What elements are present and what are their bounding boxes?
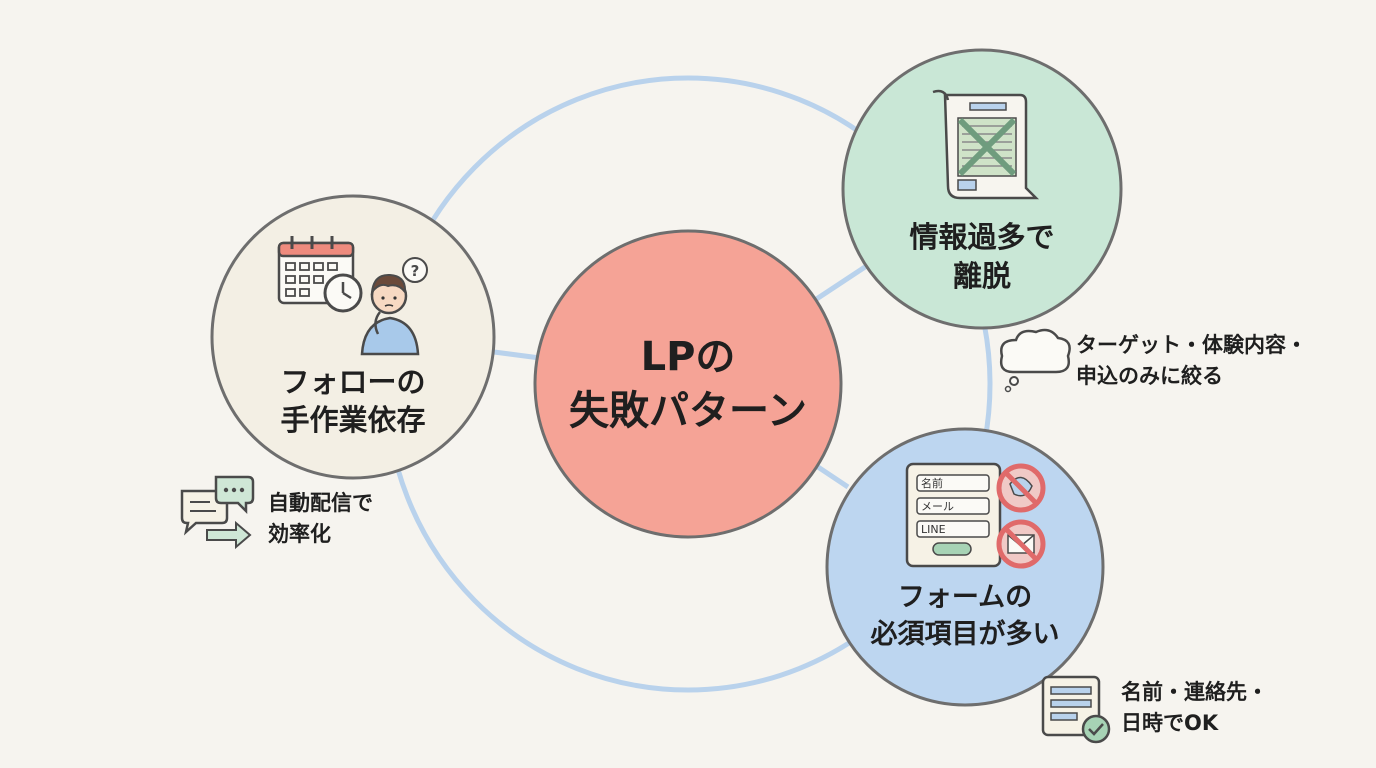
top-right-note: ターゲット・体験内容・ 申込のみに絞る bbox=[999, 328, 1307, 393]
bottom-right-note-line1: 名前・連絡先・ bbox=[1121, 680, 1268, 704]
clock-icon bbox=[323, 273, 363, 313]
connector-bottom-right bbox=[813, 462, 850, 490]
connector-left bbox=[493, 349, 541, 361]
top-right-note-line2: 申込のみに絞る bbox=[1076, 364, 1223, 388]
left-note: 自動配信で 効率化 bbox=[180, 475, 373, 550]
left-node-line1: フォローの bbox=[280, 365, 425, 399]
top-right-node-line1: 情報過多で bbox=[909, 220, 1054, 254]
bottom-right-node: 名前 メール LINE フォームの 必須項目が多い bbox=[825, 427, 1105, 707]
center-title-line2: 失敗パターン bbox=[569, 388, 807, 434]
left-note-line1: 自動配信で bbox=[268, 491, 373, 515]
bottom-right-node-line1: フォームの bbox=[898, 582, 1032, 613]
bottom-right-note: 名前・連絡先・ 日時でOK bbox=[1041, 675, 1268, 744]
thought-cloud-icon bbox=[999, 328, 1071, 393]
top-right-note-line1: ターゲット・体験内容・ bbox=[1076, 333, 1307, 357]
left-node-line2: 手作業依存 bbox=[280, 403, 425, 437]
form-field-name: 名前 bbox=[921, 476, 943, 490]
prohibited-mail-icon bbox=[996, 519, 1046, 569]
form-field-line: LINE bbox=[921, 523, 946, 536]
connector-top-right bbox=[813, 262, 870, 303]
chat-bubbles-icon bbox=[180, 475, 255, 550]
checked-form-icon bbox=[1041, 675, 1111, 744]
crossed-document-icon bbox=[932, 89, 1040, 200]
form-field-mail: メール bbox=[921, 500, 954, 513]
svg-text:?: ? bbox=[411, 262, 420, 280]
top-right-node: 情報過多で 離脱 bbox=[841, 48, 1123, 330]
question-bubble-icon: ? bbox=[402, 257, 428, 283]
prohibited-icon bbox=[996, 463, 1046, 513]
bottom-right-note-line2: 日時でOK bbox=[1121, 711, 1219, 735]
form-icon: 名前 メール LINE bbox=[905, 462, 1002, 568]
center-node: LPの 失敗パターン bbox=[533, 229, 843, 539]
top-right-node-line2: 離脱 bbox=[953, 259, 1011, 293]
bottom-right-node-line2: 必須項目が多い bbox=[871, 618, 1060, 650]
left-node: ? フォローの 手作業依存 bbox=[210, 194, 496, 480]
center-title-line1: LPの bbox=[641, 334, 736, 380]
confused-person-icon bbox=[360, 273, 420, 356]
left-note-line2: 効率化 bbox=[268, 522, 331, 546]
